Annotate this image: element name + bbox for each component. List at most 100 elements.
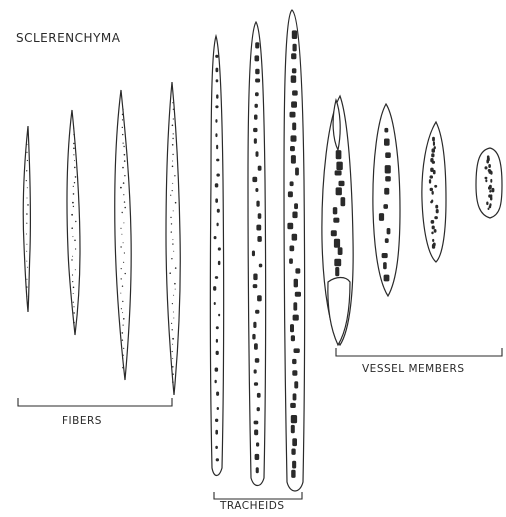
pit-cluster	[294, 279, 298, 288]
pit-cluster	[216, 392, 219, 396]
pit-cluster	[384, 128, 388, 133]
fiber-cell	[115, 90, 131, 380]
pit-cluster	[382, 253, 388, 258]
pit-mark	[173, 295, 174, 296]
pit-mark	[169, 272, 171, 274]
pit-mark	[74, 160, 75, 161]
tracheid-cells: TRACHEIDS	[210, 10, 304, 512]
pit-cluster	[491, 188, 494, 193]
pit-mark	[123, 242, 124, 243]
pit-mark	[75, 221, 76, 222]
pit-mark	[122, 340, 123, 341]
pit-cluster	[292, 68, 297, 73]
pit-cluster	[385, 176, 391, 181]
pit-mark	[74, 240, 76, 242]
pit-cluster	[255, 79, 260, 83]
pit-cluster	[215, 380, 217, 383]
pit-mark	[122, 312, 123, 313]
pit-mark	[27, 198, 28, 199]
pit-cluster	[217, 209, 220, 213]
pit-mark	[122, 127, 123, 128]
pit-cluster	[257, 407, 260, 411]
vessel-member-cell	[476, 148, 502, 218]
pit-cluster	[435, 205, 438, 209]
pit-cluster	[485, 166, 488, 169]
pit-mark	[122, 332, 124, 334]
pit-mark	[121, 278, 122, 279]
pit-mark	[120, 246, 121, 247]
pit-mark	[73, 143, 74, 144]
pit-mark	[172, 166, 174, 168]
pit-cluster	[215, 430, 218, 435]
pit-mark	[173, 318, 174, 319]
pit-cluster	[256, 467, 259, 473]
pit-cluster	[215, 276, 218, 279]
pit-mark	[73, 287, 75, 289]
pit-mark	[74, 167, 76, 169]
pit-cluster	[254, 343, 258, 350]
pit-cluster	[294, 348, 300, 353]
pit-mark	[124, 201, 125, 202]
pit-cluster	[254, 382, 258, 386]
pit-mark	[72, 202, 74, 204]
pit-cluster	[218, 261, 221, 265]
pit-cluster	[215, 133, 217, 137]
pit-cluster	[291, 335, 295, 341]
pit-mark	[173, 210, 174, 211]
pit-cluster	[217, 223, 219, 227]
pit-cluster	[215, 446, 218, 449]
pit-cluster	[331, 230, 337, 236]
pit-cluster	[432, 226, 435, 230]
pit-cluster	[291, 101, 297, 107]
pit-mark	[175, 267, 177, 269]
pit-mark	[171, 231, 172, 232]
fiber-cell	[166, 82, 180, 395]
pit-mark	[173, 109, 174, 110]
pit-cluster	[255, 104, 258, 108]
pit-mark	[26, 223, 27, 224]
pit-cluster	[216, 145, 218, 149]
pit-cluster	[432, 191, 434, 195]
pit-cluster	[255, 55, 260, 61]
pit-mark	[124, 175, 125, 176]
fiber-cell	[23, 126, 30, 312]
pit-mark	[174, 283, 176, 285]
pit-cluster	[432, 161, 435, 164]
pit-cluster	[254, 430, 258, 436]
pit-mark	[172, 243, 173, 244]
pit-cluster	[255, 454, 260, 460]
pit-cluster	[294, 203, 298, 209]
pit-cluster	[295, 268, 300, 273]
pit-cluster	[216, 174, 220, 177]
pit-cluster	[432, 244, 435, 249]
pit-mark	[123, 143, 124, 144]
pit-cluster	[215, 183, 219, 187]
pit-mark	[172, 303, 173, 304]
pit-cluster	[383, 204, 388, 209]
pit-mark	[27, 279, 28, 280]
pit-mark	[73, 134, 74, 135]
pit-cluster	[293, 393, 297, 400]
pit-mark	[123, 348, 124, 349]
pit-mark	[123, 262, 124, 263]
pit-cluster	[291, 155, 296, 164]
pit-mark	[26, 152, 27, 153]
pit-cluster	[490, 179, 492, 183]
pit-cluster	[291, 449, 295, 455]
fibers-bracket	[18, 398, 172, 406]
pit-cluster	[215, 368, 219, 372]
pit-cluster	[253, 274, 257, 281]
pit-cluster	[430, 188, 433, 191]
pit-cluster	[216, 159, 219, 162]
pit-mark	[171, 258, 172, 259]
pit-mark	[75, 248, 76, 249]
pit-cluster	[292, 438, 297, 446]
pit-mark	[73, 128, 74, 129]
pit-mark	[172, 144, 174, 146]
pit-mark	[173, 133, 174, 134]
pit-cluster	[290, 246, 295, 252]
pit-mark	[123, 194, 124, 195]
pit-cluster	[488, 164, 491, 168]
pit-mark	[73, 186, 74, 187]
pit-mark	[123, 222, 124, 223]
